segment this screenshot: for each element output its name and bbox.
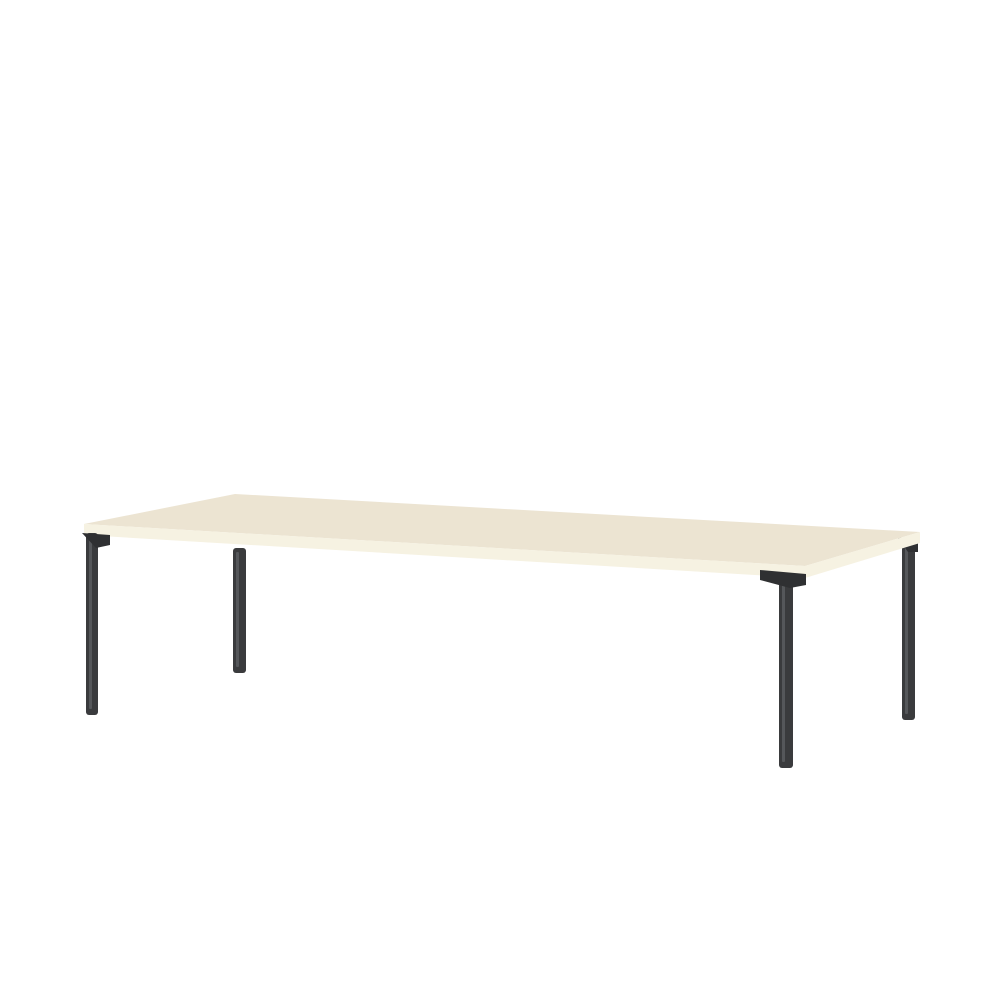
table-leg-front-left — [82, 533, 110, 715]
table-leg-back-left — [233, 548, 246, 673]
table-top-edge-left — [84, 524, 805, 578]
table-leg-back-right — [898, 536, 918, 720]
table-top-surface — [84, 494, 920, 566]
table-top-edge-right — [805, 532, 920, 578]
table-leg-front-right — [760, 570, 806, 768]
